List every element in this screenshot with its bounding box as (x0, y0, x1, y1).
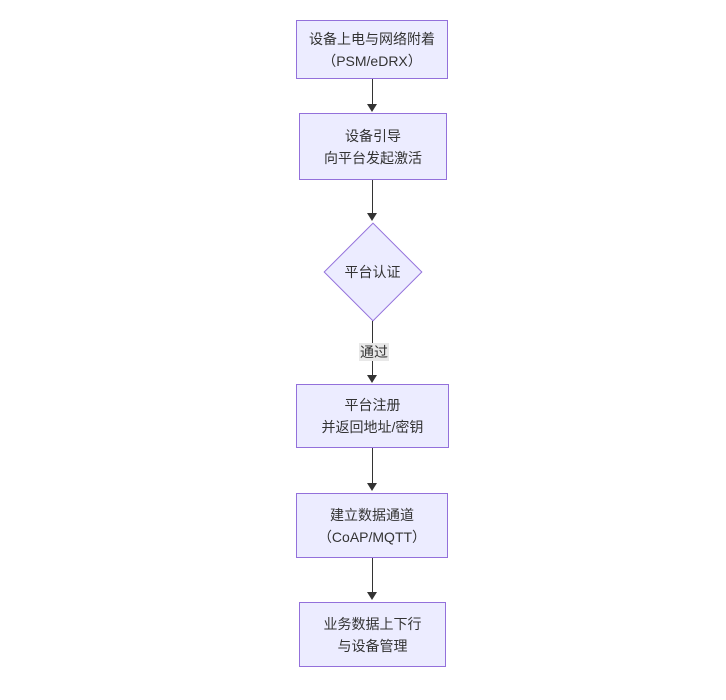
flow-node-bootstrap: 设备引导 向平台发起激活 (299, 113, 447, 180)
node-text-line: 建立数据通道 (330, 506, 414, 523)
node-text-line: 设备上电与网络附着 (309, 30, 435, 47)
arrowhead-down-icon (367, 375, 377, 383)
arrowhead-down-icon (367, 483, 377, 491)
arrow-down-connector (367, 448, 377, 491)
arrow-shaft (371, 79, 373, 105)
flow-node-auth-decision: 平台认证 (322, 222, 423, 322)
flow-node-power-attach: 设备上电与网络附着 （PSM/eDRX） (296, 20, 448, 79)
arrowhead-down-icon (367, 104, 377, 112)
node-text-line: 并返回地址/密钥 (321, 419, 424, 435)
node-text-line: 平台注册 (344, 397, 401, 413)
flow-node-data-channel: 建立数据通道 （CoAP/MQTT） (296, 493, 448, 558)
flow-node-business-data: 业务数据上下行 与设备管理 (299, 602, 446, 667)
node-text-line: 业务数据上下行 (323, 615, 422, 632)
arrow-down-connector (367, 558, 377, 600)
node-text-line: （CoAP/MQTT） (317, 528, 427, 545)
arrowhead-down-icon (367, 213, 377, 221)
arrow-down-connector (367, 180, 377, 221)
node-text-line: 向平台发起激活 (324, 149, 422, 166)
arrow-shaft (371, 448, 373, 484)
node-text-line: 与设备管理 (337, 637, 408, 654)
arrow-shaft (371, 180, 373, 214)
arrow-down-connector (367, 79, 377, 112)
arrowhead-down-icon (367, 592, 377, 600)
node-text-line: 设备引导 (345, 127, 401, 144)
flow-node-register: 平台注册 并返回地址/密钥 (296, 384, 449, 448)
node-text-line: （PSM/eDRX） (322, 52, 422, 69)
edge-label-pass: 通过 (359, 343, 389, 361)
node-text-line: 平台认证 (344, 264, 401, 280)
arrow-shaft (371, 558, 373, 593)
